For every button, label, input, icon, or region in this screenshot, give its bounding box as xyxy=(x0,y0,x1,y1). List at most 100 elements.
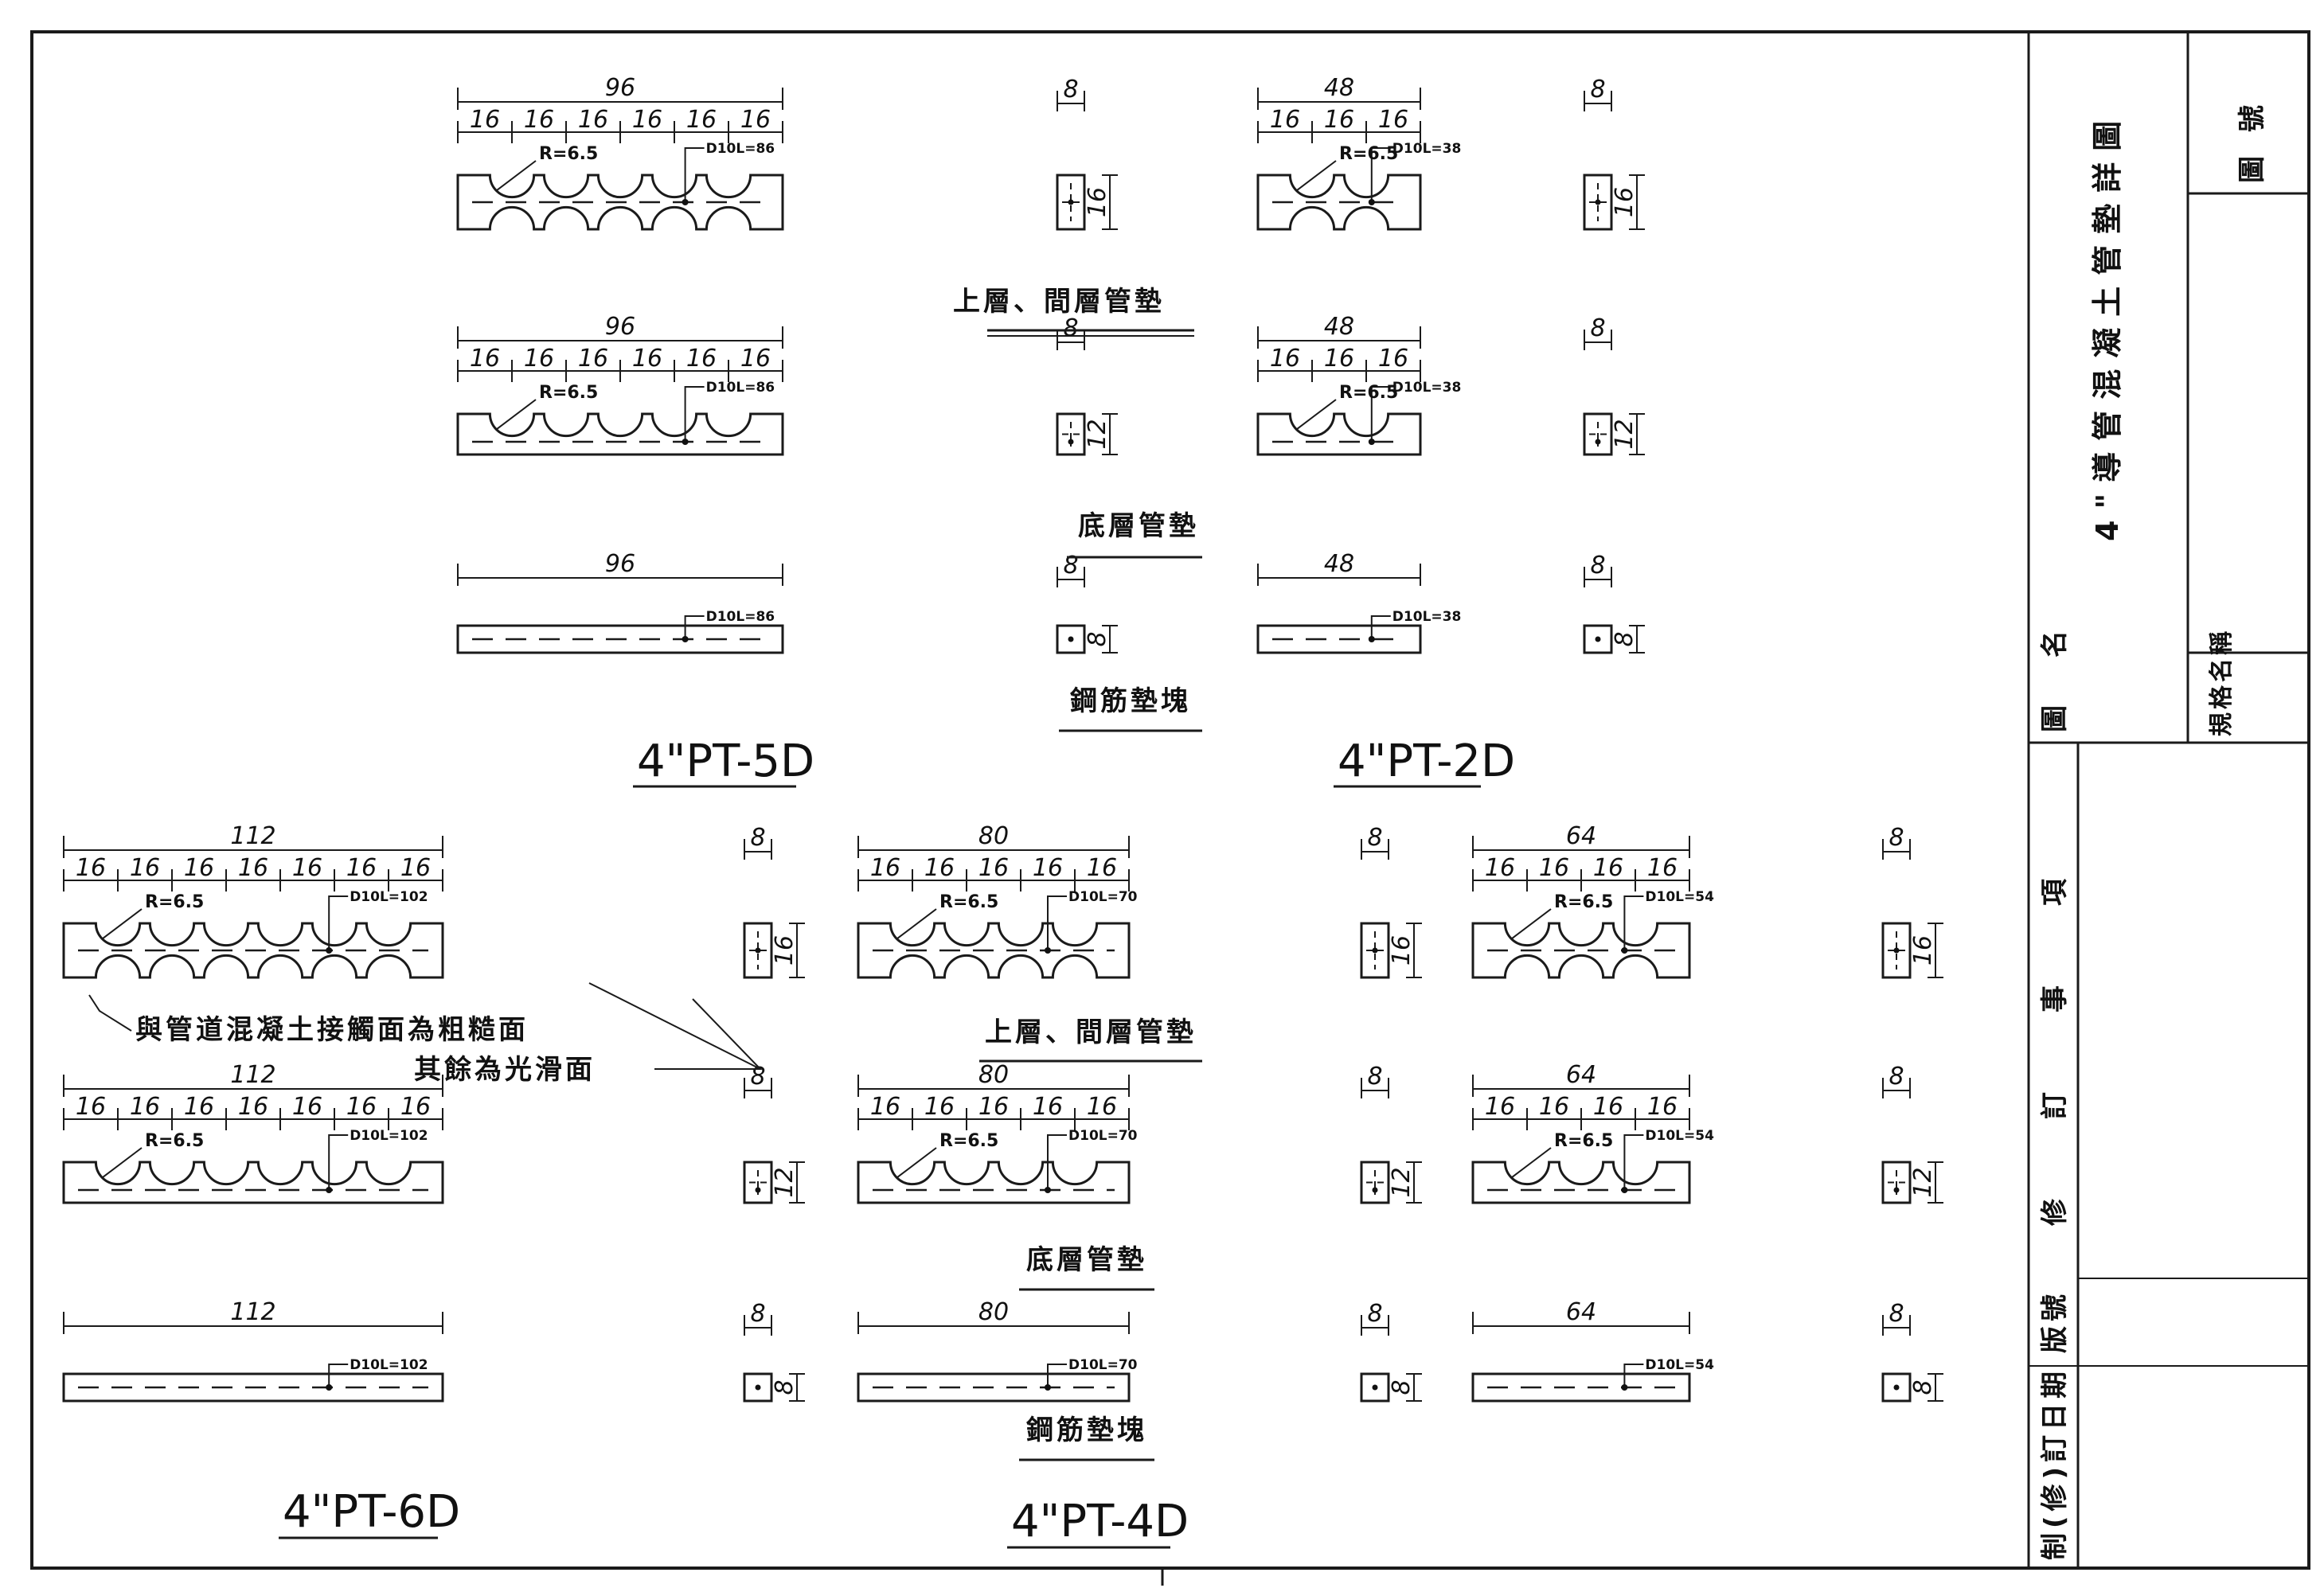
radius-label: R=6.5 xyxy=(939,1131,998,1151)
2d-bottom-pad-outline xyxy=(1256,412,1422,456)
overall-length-label: 112 xyxy=(230,1298,275,1326)
height-label: 12 xyxy=(1084,419,1111,449)
end-view-rebar-dot xyxy=(1893,1384,1900,1391)
overall-length-label: 48 xyxy=(1324,313,1354,341)
overall-length-label: 112 xyxy=(230,1061,275,1089)
segment-length-label: 16 xyxy=(870,854,900,882)
model-name-5d: 4"PT-5D xyxy=(637,735,814,787)
end-width-label: 8 xyxy=(1367,824,1382,852)
segment-length-label: 16 xyxy=(578,345,608,373)
segment-length-label: 16 xyxy=(130,854,160,882)
radius-label: R=6.5 xyxy=(939,892,998,912)
overall-length-label: 112 xyxy=(230,822,275,850)
end-view-rebar-dot xyxy=(1372,1187,1378,1193)
rebar-leader xyxy=(328,895,349,950)
end-view-rebar-dot xyxy=(1068,439,1074,445)
height-label: 8 xyxy=(1611,631,1639,646)
rebar-leader-dot xyxy=(682,636,689,642)
caption-bottom-pad-top: 底層管墊 xyxy=(1078,510,1199,542)
segment-length-label: 16 xyxy=(1647,1093,1678,1121)
rebar-leader-dot xyxy=(326,1187,333,1193)
overall-length-label: 64 xyxy=(1566,1298,1596,1326)
rebar-leader-dot xyxy=(682,439,689,445)
rebar-spec-label: D10L=86 xyxy=(706,609,775,625)
radius-leader xyxy=(102,1147,143,1179)
end-view-outline xyxy=(1583,412,1613,456)
end-view-rebar-dot xyxy=(1372,1384,1378,1391)
segment-length-label: 16 xyxy=(292,1093,322,1121)
segment-length-label: 16 xyxy=(578,106,608,134)
segment-length-label: 16 xyxy=(76,854,106,882)
overall-length-label: 48 xyxy=(1324,74,1354,102)
caption-rebar-spacer-top: 鋼筋墊塊 xyxy=(1070,685,1191,717)
end-width-label: 8 xyxy=(1888,1300,1904,1328)
end-view-rebar-dot xyxy=(1595,439,1601,445)
model-name-4d: 4"PT-4D xyxy=(1011,1496,1189,1547)
5d-spacer-pad-outline xyxy=(456,624,784,654)
edition-label: 版號 xyxy=(2039,1290,2071,1353)
rebar-spec-label: D10L=86 xyxy=(706,141,775,157)
height-label: 16 xyxy=(1909,935,1937,966)
rebar-leader-dot xyxy=(1368,199,1375,205)
end-view-outline xyxy=(1360,1161,1390,1204)
radius-leader xyxy=(1296,160,1337,192)
segment-length-label: 16 xyxy=(76,1093,106,1121)
title-block: 4"導管混凝土管墊詳圖 圖號 規格名稱 圖名 修訂事項 版號 制(修)訂日期 xyxy=(2027,32,2309,1568)
end-width-label: 8 xyxy=(1063,76,1078,103)
model-name-6d: 4"PT-6D xyxy=(283,1486,460,1538)
rebar-leader-dot xyxy=(326,947,333,954)
segment-length-label: 16 xyxy=(238,854,268,882)
end-width-label: 8 xyxy=(1590,552,1605,579)
overall-length-label: 80 xyxy=(978,822,1009,850)
height-label: 16 xyxy=(1388,935,1416,966)
end-width-label: 8 xyxy=(1367,1300,1382,1328)
height-label: 12 xyxy=(771,1167,799,1197)
end-view-outline xyxy=(1056,412,1086,456)
radius-label: R=6.5 xyxy=(1554,892,1613,912)
rebar-leader-dot xyxy=(326,1384,333,1391)
drawing-border xyxy=(30,30,2310,1570)
segment-length-label: 16 xyxy=(1033,854,1063,882)
rebar-spec-label: D10L=54 xyxy=(1645,1128,1714,1144)
end-view-outline xyxy=(743,922,773,979)
4d_80-bottom-pad-outline xyxy=(857,1161,1131,1204)
rebar-leader-dot xyxy=(1368,439,1375,445)
height-label: 8 xyxy=(1084,631,1111,646)
2d-upper-pad-outline xyxy=(1256,174,1422,231)
end-width-label: 8 xyxy=(1590,76,1605,103)
segment-length-label: 16 xyxy=(924,854,955,882)
segment-length-label: 16 xyxy=(184,854,214,882)
overall-length-label: 80 xyxy=(978,1061,1009,1089)
end-view-rebar-dot xyxy=(755,1384,761,1391)
segment-length-label: 16 xyxy=(1378,106,1408,134)
end-view-rebar-dot xyxy=(1595,636,1601,642)
segment-length-label: 16 xyxy=(1378,345,1408,373)
radius-label: R=6.5 xyxy=(145,892,204,912)
segment-length-label: 16 xyxy=(686,345,717,373)
radius-leader xyxy=(1511,1147,1552,1179)
6d-spacer-pad-outline xyxy=(62,1372,444,1403)
6d-upper-pad-outline xyxy=(62,922,444,979)
overall-length-label: 96 xyxy=(605,313,635,341)
rebar-leader xyxy=(1623,1134,1644,1190)
height-label: 16 xyxy=(771,935,799,966)
caption-upper-middle-pad-bottom: 上層、間層管墊 xyxy=(985,1016,1197,1048)
segment-length-label: 16 xyxy=(1539,1093,1569,1121)
height-label: 12 xyxy=(1909,1167,1937,1197)
end-view-rebar-dot xyxy=(1893,947,1900,954)
end-view-rebar-dot xyxy=(755,1187,761,1193)
segment-length-label: 16 xyxy=(1485,1093,1515,1121)
